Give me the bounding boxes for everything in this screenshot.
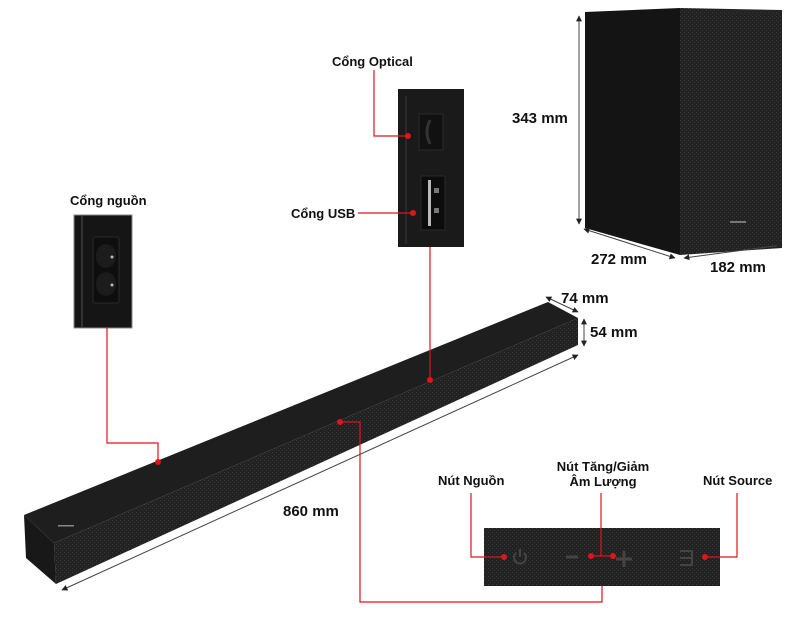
sub-width-dimension-line [683, 242, 783, 261]
usb-port [420, 175, 446, 231]
volume-plus-icon [616, 551, 632, 567]
optical-usb-inset [398, 89, 464, 247]
sub-depth-value: 272 mm [591, 251, 647, 268]
source-button-label: Nút Source [703, 473, 773, 488]
callout-lines [106, 70, 738, 603]
bar-height-value: 54 mm [590, 324, 638, 341]
soundbar-logo [58, 525, 74, 527]
bar-length-value: 860 mm [283, 503, 339, 520]
bar-depth-dimension-line [545, 296, 579, 313]
optical-port-label: Cổng Optical [332, 54, 413, 69]
power-icon [513, 549, 527, 565]
usb-port-label: Cổng USB [291, 206, 356, 221]
power-port-inset [73, 214, 133, 329]
volume-button-label-line1: Nút Tăng/Giảm [556, 459, 650, 474]
sub-width-value: 182 mm [710, 259, 766, 276]
bar-length-dimension-line [61, 354, 579, 591]
power-button-label: Nút Nguồn [438, 473, 505, 488]
sub-height-value: 343 mm [512, 110, 568, 127]
bar-depth-value: 74 mm [561, 290, 609, 307]
sub-depth-dimension-line [583, 227, 676, 260]
optical-port [418, 113, 444, 151]
subwoofer-logo [730, 221, 746, 223]
subwoofer [585, 8, 782, 255]
volume-button-label-line2: Âm Lượng [569, 474, 637, 489]
button-panel-inset [484, 528, 720, 586]
source-icon [680, 550, 693, 566]
power-port-label: Cổng nguồn [70, 193, 147, 208]
volume-button-label: Nút Tăng/Giảm Âm Lượng [553, 459, 653, 489]
callout-dots [155, 133, 708, 560]
